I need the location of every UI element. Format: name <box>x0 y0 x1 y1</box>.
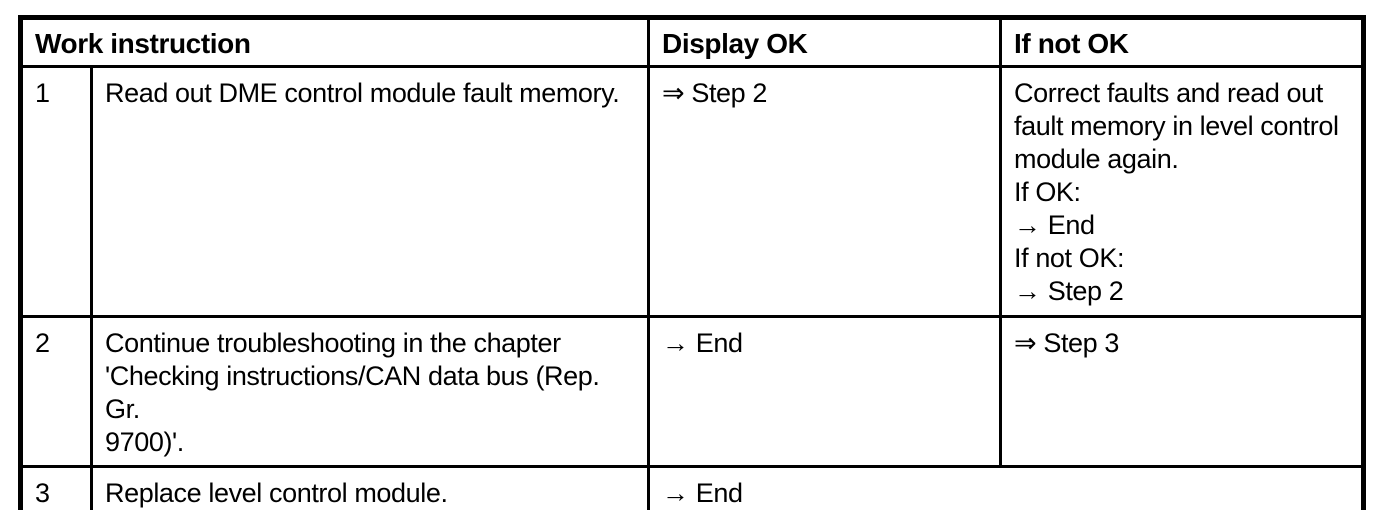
if-not-ok-cell: Correct faults and read out fault memory… <box>999 65 1366 318</box>
display-ok-cell: → End <box>647 315 1003 468</box>
instruction-cell: Read out DME control module fault memory… <box>89 65 651 318</box>
table-row: 3 Replace level control module. → End <box>19 465 1366 510</box>
step-number-cell: 3 <box>19 465 93 510</box>
if-not-ok-cell: ⇒ Step 3 <box>999 315 1366 468</box>
table-row: 1 Read out DME control module fault memo… <box>19 65 1366 318</box>
display-ok-cell-spanning: → End <box>647 465 1366 510</box>
table-header-row: Work instruction Display OK If not OK <box>18 16 1366 68</box>
step-number-cell: 2 <box>19 315 93 468</box>
column-header-work-instruction: Work instruction <box>18 16 651 68</box>
work-instruction-table: Work instruction Display OK If not OK 1 … <box>18 15 1367 510</box>
table-row: 2 Continue troubleshooting in the chapte… <box>19 315 1366 468</box>
step-number-cell: 1 <box>19 65 93 318</box>
display-ok-cell: ⇒ Step 2 <box>647 65 1003 318</box>
column-header-if-not-ok: If not OK <box>999 16 1366 68</box>
instruction-cell: Replace level control module. <box>89 465 651 510</box>
column-header-display-ok: Display OK <box>647 16 1003 68</box>
instruction-cell: Continue troubleshooting in the chapter … <box>89 315 651 468</box>
